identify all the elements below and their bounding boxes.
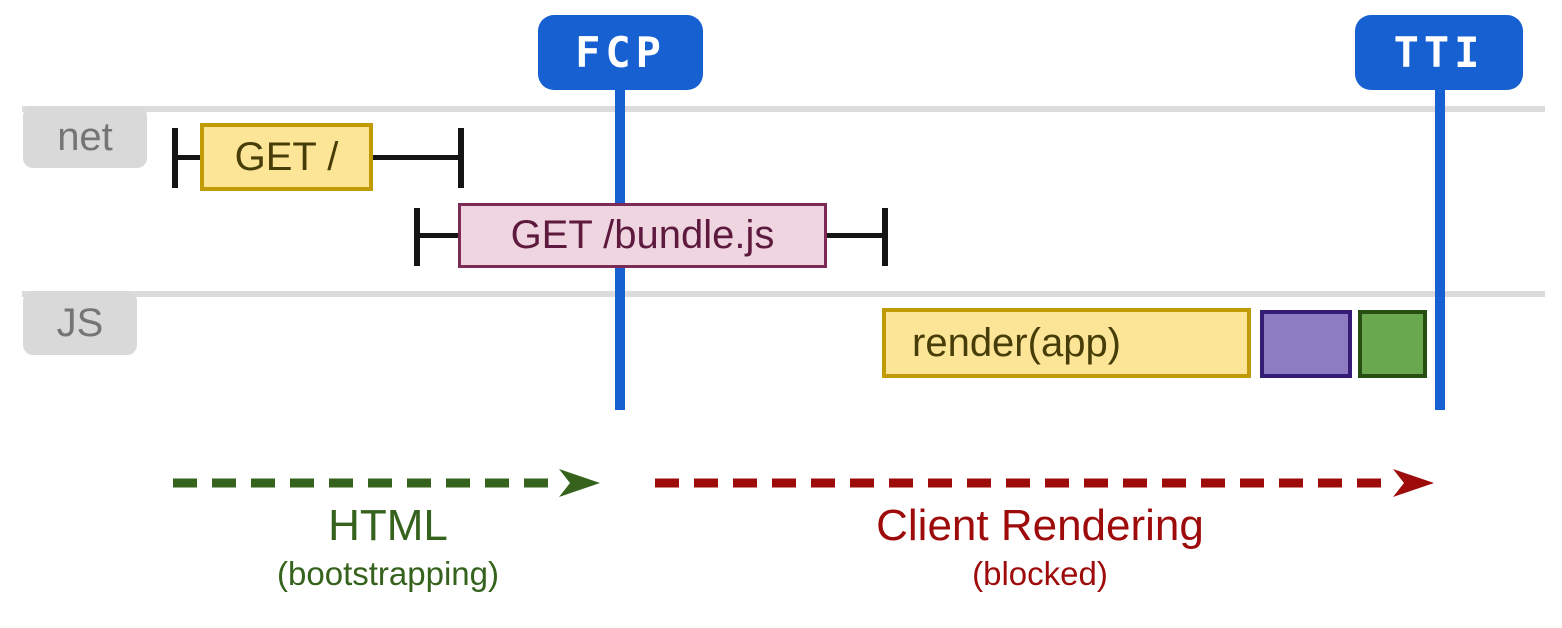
fcp-badge-text: FCP (575, 28, 666, 77)
get-root-start-tick (172, 128, 178, 188)
get-root-bar-label: GET / (234, 134, 339, 179)
green-task-bar (1358, 310, 1427, 378)
get-root-end-tick (458, 128, 464, 188)
get-root-bar: GET / (200, 123, 373, 191)
get-root-right-whisker (373, 155, 458, 160)
render-app-bar: render(app) (882, 308, 1251, 378)
client-rendering-arrow (655, 469, 1434, 497)
client-rendering-subtitle: (blocked) (972, 555, 1108, 592)
html-phase-title: HTML (328, 501, 448, 550)
get-bundle-bar: GET /bundle.js (458, 203, 827, 268)
get-bundle-end-tick (882, 208, 888, 266)
html-phase-arrow (173, 469, 600, 497)
js-lane-label: JS (23, 291, 137, 355)
html-phase-subtitle: (bootstrapping) (277, 555, 499, 592)
js-track-line (22, 291, 1545, 297)
get-bundle-right-whisker (827, 233, 882, 238)
purple-task-bar (1260, 310, 1352, 378)
net-track-line (22, 106, 1545, 112)
get-bundle-start-tick (414, 208, 420, 266)
tti-badge: TTI (1355, 15, 1523, 90)
get-bundle-bar-label: GET /bundle.js (510, 213, 775, 257)
js-lane-label-text: JS (56, 300, 104, 345)
net-lane-label: net (23, 106, 147, 168)
tti-line (1435, 85, 1445, 410)
fcp-badge: FCP (538, 15, 703, 90)
tti-badge-text: TTI (1393, 28, 1485, 77)
render-app-bar-label: render(app) (912, 320, 1122, 365)
get-bundle-left-whisker (420, 233, 458, 238)
get-root-left-whisker (178, 155, 200, 160)
client-rendering-title: Client Rendering (876, 501, 1204, 550)
net-lane-label-text: net (57, 114, 113, 159)
